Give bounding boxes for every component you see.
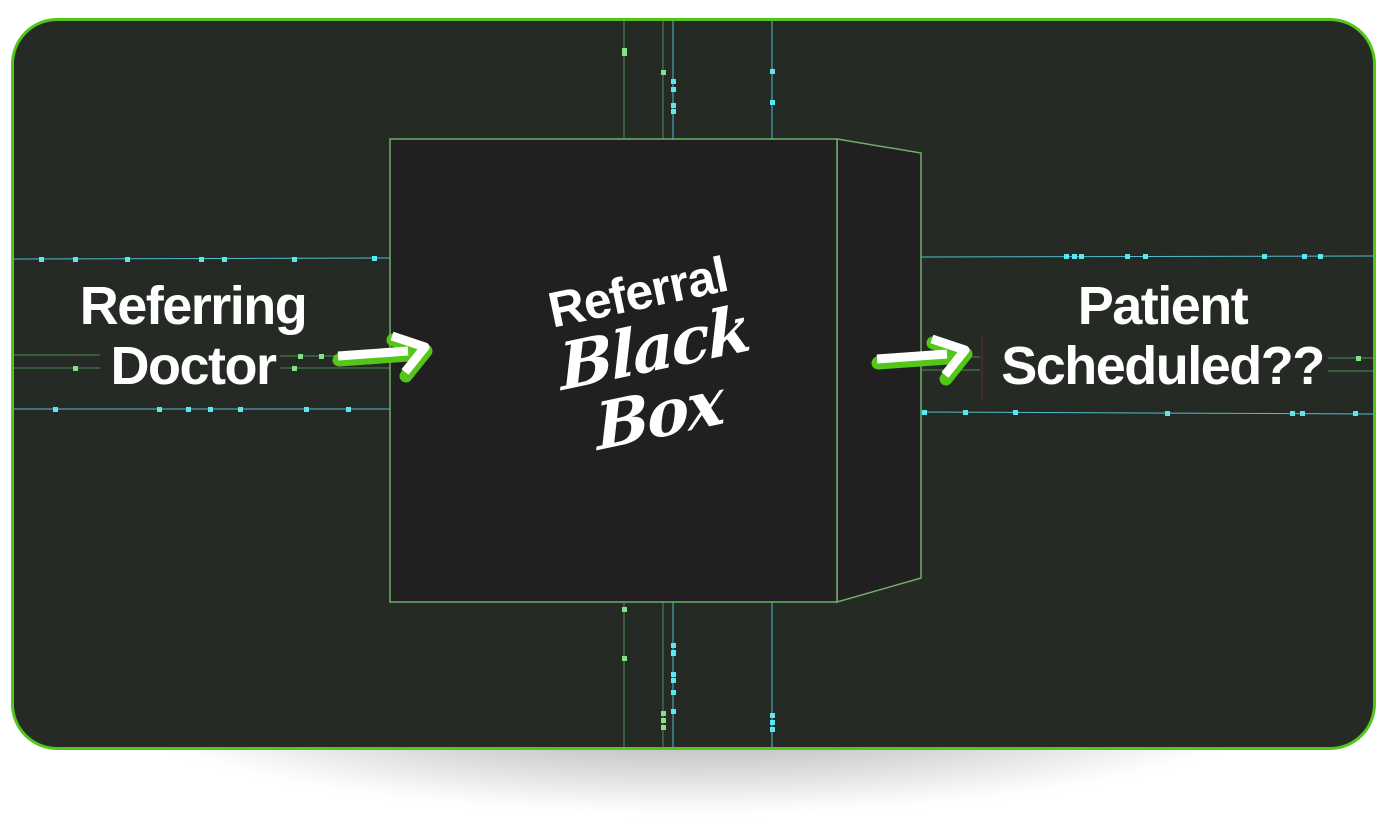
right-label-line1: Patient (1077, 276, 1249, 336)
right-circuit-nodes (922, 254, 1361, 416)
left-circuit-nodes (39, 256, 377, 412)
box-side-face (836, 138, 922, 603)
top-circuit-lines (622, 21, 775, 139)
black-box (389, 138, 922, 603)
patient-scheduled-label: Patient Scheduled?? (965, 276, 1360, 396)
diagram-scene (14, 21, 1373, 747)
arrow-right-icon (332, 331, 433, 383)
bottom-circuit-lines (622, 602, 775, 747)
right-label-line2: Scheduled?? (1001, 336, 1325, 396)
diagram-card (11, 18, 1376, 750)
left-label-line1: Referring (79, 276, 308, 336)
arrow-right-icon (871, 334, 973, 386)
referring-doctor-label: Referring Doctor (48, 276, 338, 396)
box-front-face (389, 138, 838, 603)
left-label-line2: Doctor (110, 336, 278, 396)
